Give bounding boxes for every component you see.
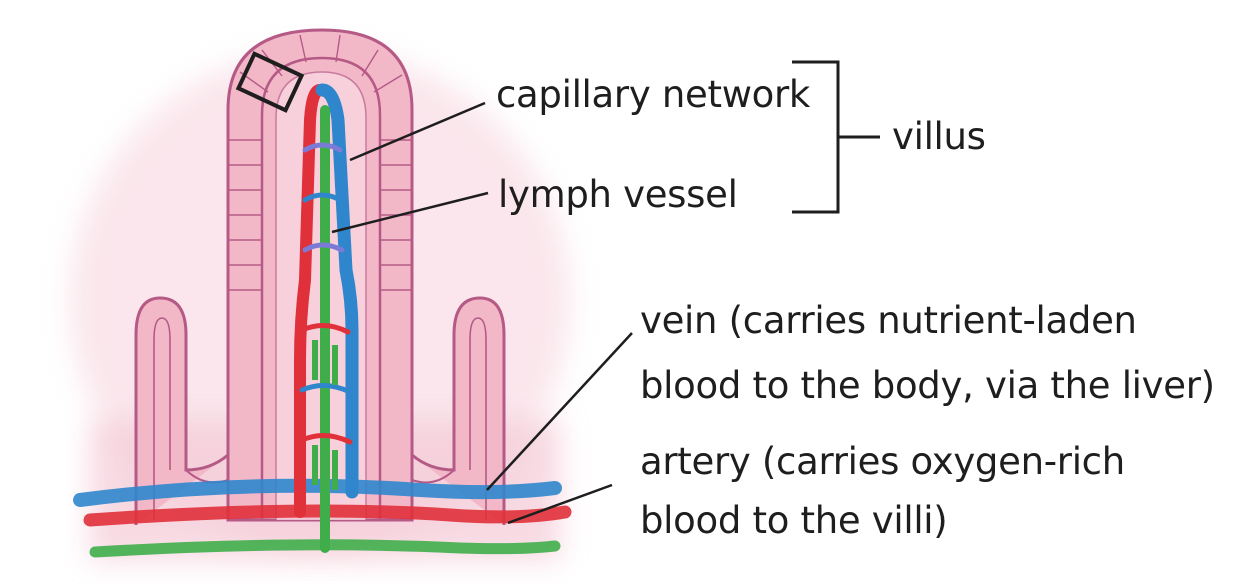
capillary-network-label: capillary network (496, 74, 810, 117)
vein-label-line2: blood to the body, via the liver) (640, 365, 1215, 408)
artery-label-line2: blood to the villi) (640, 500, 947, 543)
villus-label: villus (892, 116, 986, 159)
artery-label-line1: artery (carries oxygen-rich (640, 441, 1125, 484)
lymph-vessel-label: lymph vessel (498, 174, 738, 217)
vein-label-line1: vein (carries nutrient-laden (640, 300, 1137, 343)
